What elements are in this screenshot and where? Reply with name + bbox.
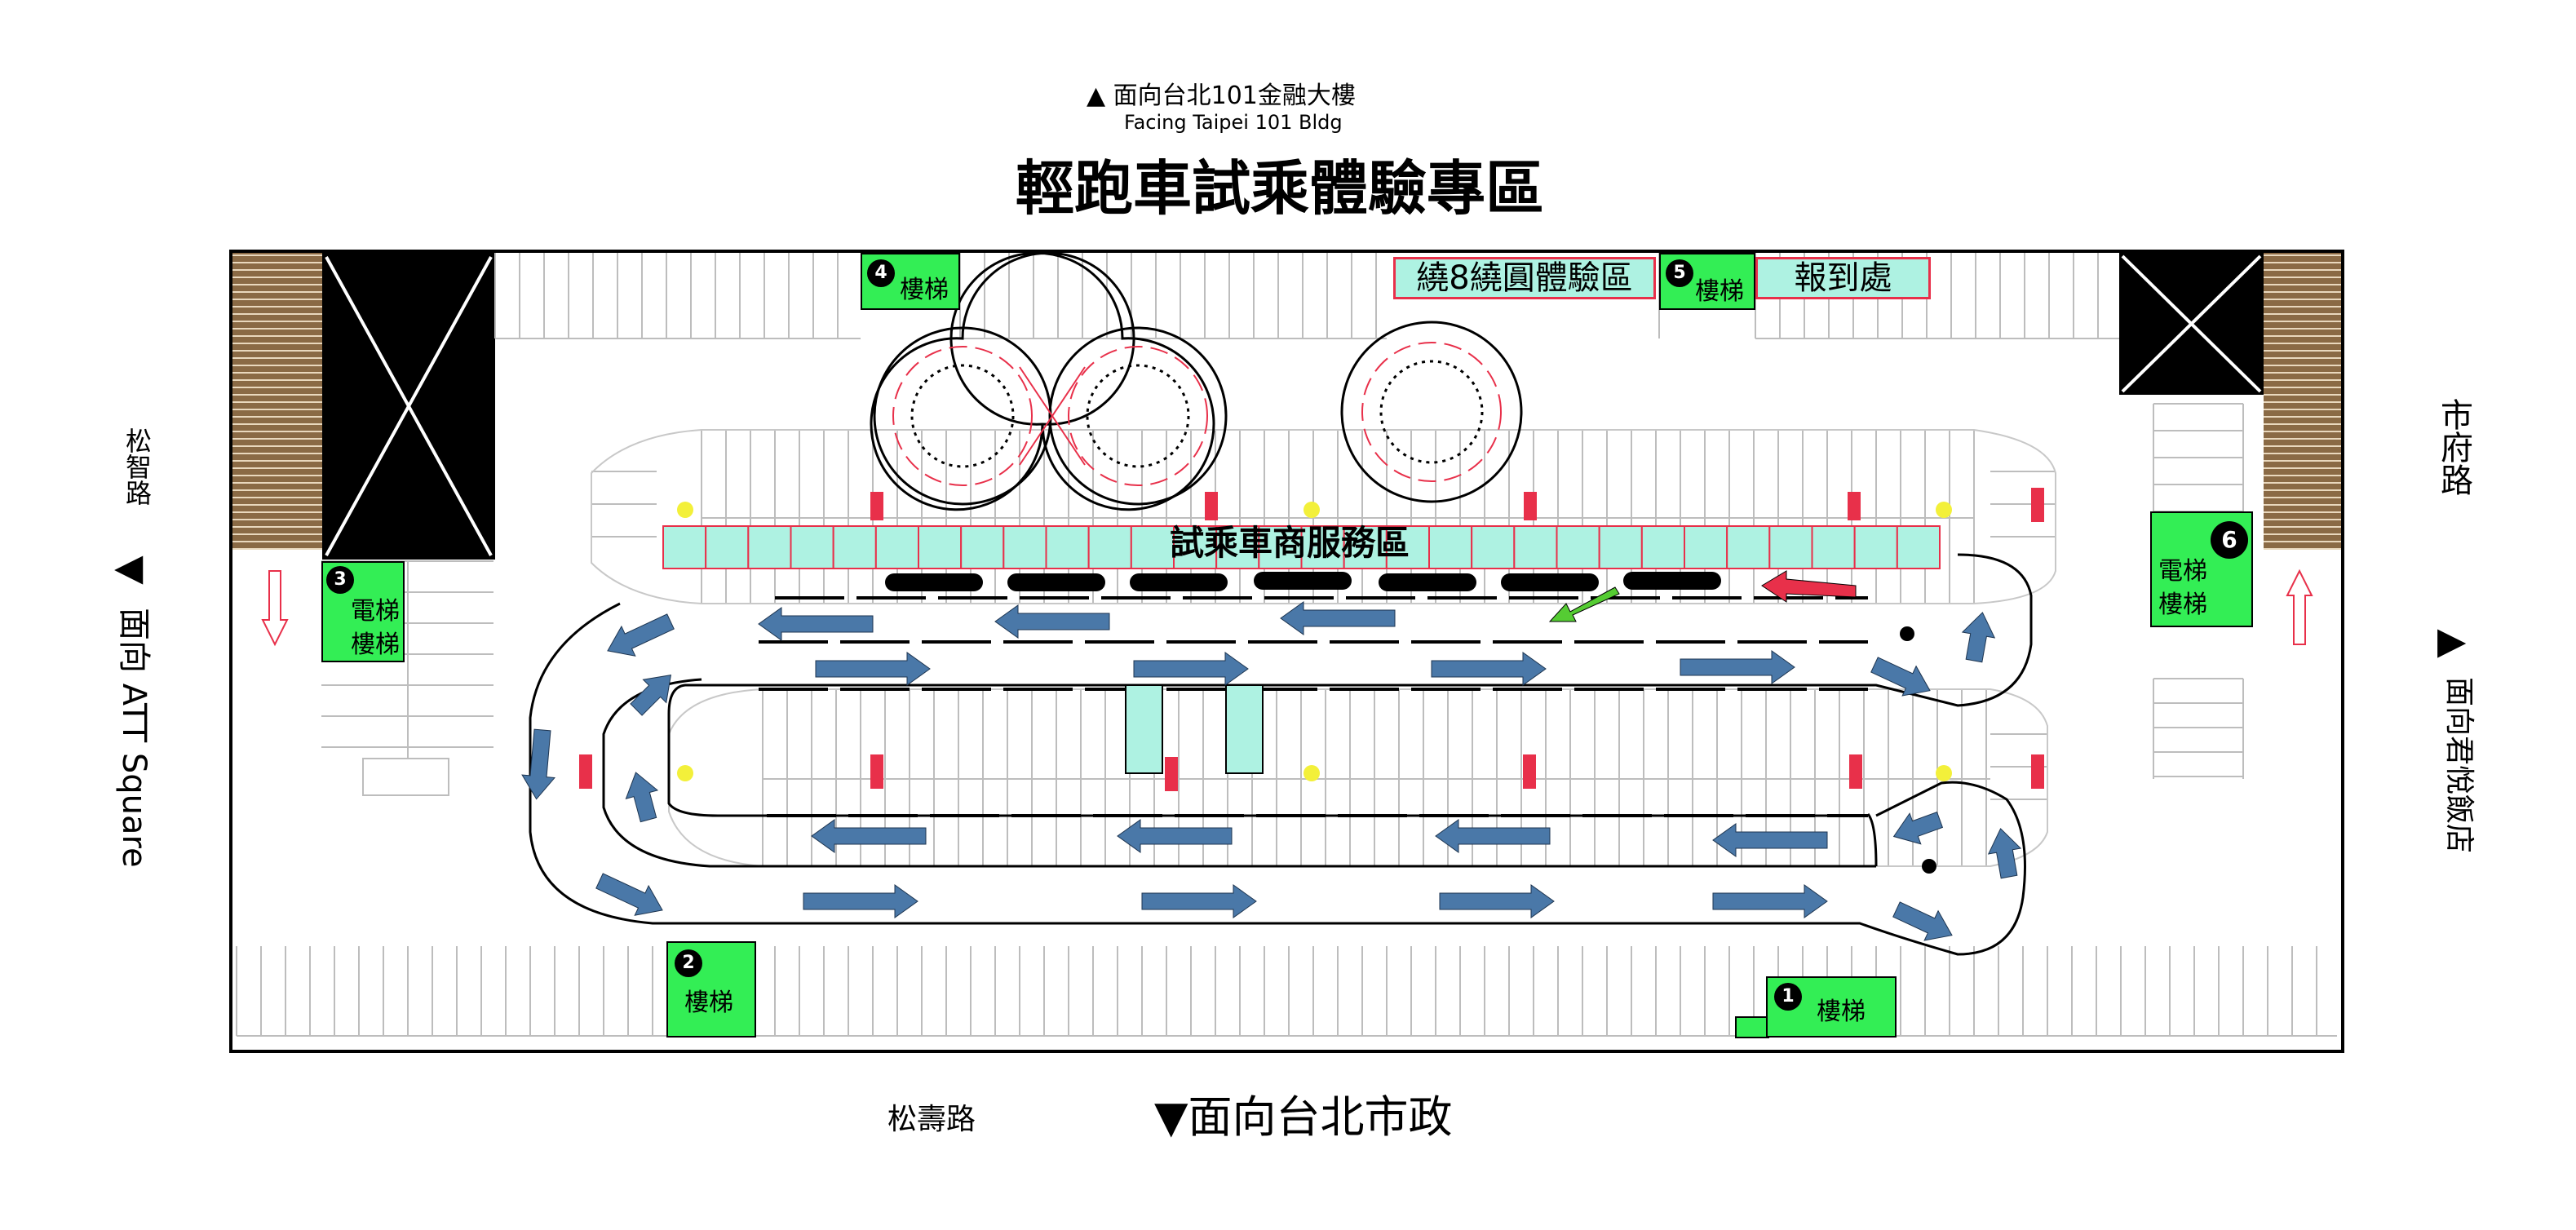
service-zone-strip xyxy=(662,525,1941,569)
route-arrow xyxy=(1961,612,1996,663)
route-arrow xyxy=(1431,652,1547,686)
stair-4-label: 樓梯 xyxy=(900,276,949,304)
route-arrow xyxy=(1712,823,1828,857)
route-marker-dot xyxy=(1900,626,1914,641)
right-road-name: 市府路 xyxy=(2441,397,2473,500)
test-car-row xyxy=(885,572,1721,591)
route-arrow xyxy=(1987,828,2022,879)
route-arrow xyxy=(758,607,874,641)
route-arrow xyxy=(1870,657,1931,697)
route-arrow xyxy=(625,772,659,823)
mint-block-1 xyxy=(1125,684,1163,774)
yellow-markers xyxy=(677,502,1952,781)
ramp-left xyxy=(232,253,322,550)
route-arrow xyxy=(1680,650,1795,684)
closed-zone-left xyxy=(322,253,495,560)
route-arrow xyxy=(1712,884,1828,918)
route-arrow xyxy=(1439,884,1555,918)
right-arrow-icon: ▶ xyxy=(2437,618,2467,662)
facing-101-label: ▲ 面向台北101金融大樓 xyxy=(1087,82,1356,110)
route-arrow xyxy=(803,884,918,918)
route-arrow xyxy=(1280,601,1396,635)
parking-boundary xyxy=(229,250,2344,1053)
stair-4: 4 樓梯 xyxy=(861,253,960,310)
service-zone-label: 試乘車商服務區 xyxy=(1170,523,1410,563)
stair-5-label: 樓梯 xyxy=(1695,277,1744,306)
lane-dashes xyxy=(759,596,1868,817)
facing-101-english: Facing Taipei 101 Bldg xyxy=(1124,111,1343,134)
ramp-right xyxy=(2264,253,2341,550)
stair-6-label: 電梯 樓梯 xyxy=(2158,557,2207,619)
left-facing-label: 面向 ATT Square xyxy=(115,608,153,868)
bottom-facing-label: ▼面向台北市政 xyxy=(1154,1091,1453,1143)
stair-1-label: 樓梯 xyxy=(1817,998,1866,1026)
bottom-road-name: 松壽路 xyxy=(887,1103,976,1136)
route-arrow xyxy=(1133,652,1249,686)
closed-zone-right xyxy=(2119,253,2264,395)
route-arrow xyxy=(1892,811,1944,845)
route-arrow xyxy=(994,604,1110,639)
stair-1-number: 1 xyxy=(1774,983,1802,1011)
route-arrow xyxy=(1141,884,1257,918)
route-marker-dot xyxy=(1922,859,1936,874)
stair-3-number: 3 xyxy=(326,566,354,594)
stair-3-elevator: 3 電梯 樓梯 xyxy=(321,561,405,662)
route-arrow xyxy=(1117,819,1233,853)
entry-arrow xyxy=(1761,570,1857,603)
circle-course xyxy=(870,251,1523,511)
stair-1-step xyxy=(1735,1016,1769,1038)
route-arrow xyxy=(521,728,555,800)
stair-4-number: 4 xyxy=(867,259,895,287)
stair-1: 1 樓梯 xyxy=(1766,976,1897,1038)
stair-2-label: 樓梯 xyxy=(684,989,733,1017)
route-arrow xyxy=(811,819,927,853)
left-road-name: 松智路 xyxy=(125,426,152,509)
stair-6-number: 6 xyxy=(2211,521,2248,559)
stair-6-elevator: 6 電梯 樓梯 xyxy=(2150,511,2253,627)
checkin-zone-label: 報到處 xyxy=(1755,257,1931,299)
stair-5-number: 5 xyxy=(1666,259,1693,287)
exit-arrow xyxy=(1548,586,1620,622)
side-direction-arrows xyxy=(261,569,2313,647)
stair-5: 5 樓梯 xyxy=(1659,253,1755,310)
stair-2: 2 樓梯 xyxy=(666,941,756,1038)
route-arrow xyxy=(630,674,672,716)
route-arrows xyxy=(521,601,2022,941)
route-arrow xyxy=(815,652,931,686)
route-arrow xyxy=(607,613,675,657)
stair-2-number: 2 xyxy=(675,949,702,977)
left-arrow-icon: ◀ xyxy=(114,545,144,589)
route-arrow xyxy=(1435,819,1551,853)
map-title: 輕跑車試乘體驗專區 xyxy=(1016,154,1545,223)
right-facing-label: 面向君悅飯店 xyxy=(2442,677,2476,854)
route-arrow xyxy=(1892,901,1953,941)
stair-3-label: 電梯 樓梯 xyxy=(351,597,400,659)
route-arrow xyxy=(595,873,663,916)
figure8-zone-label: 繞8繞圓體驗區 xyxy=(1393,257,1656,299)
mint-block-2 xyxy=(1225,684,1264,774)
red-cones xyxy=(579,488,2044,791)
